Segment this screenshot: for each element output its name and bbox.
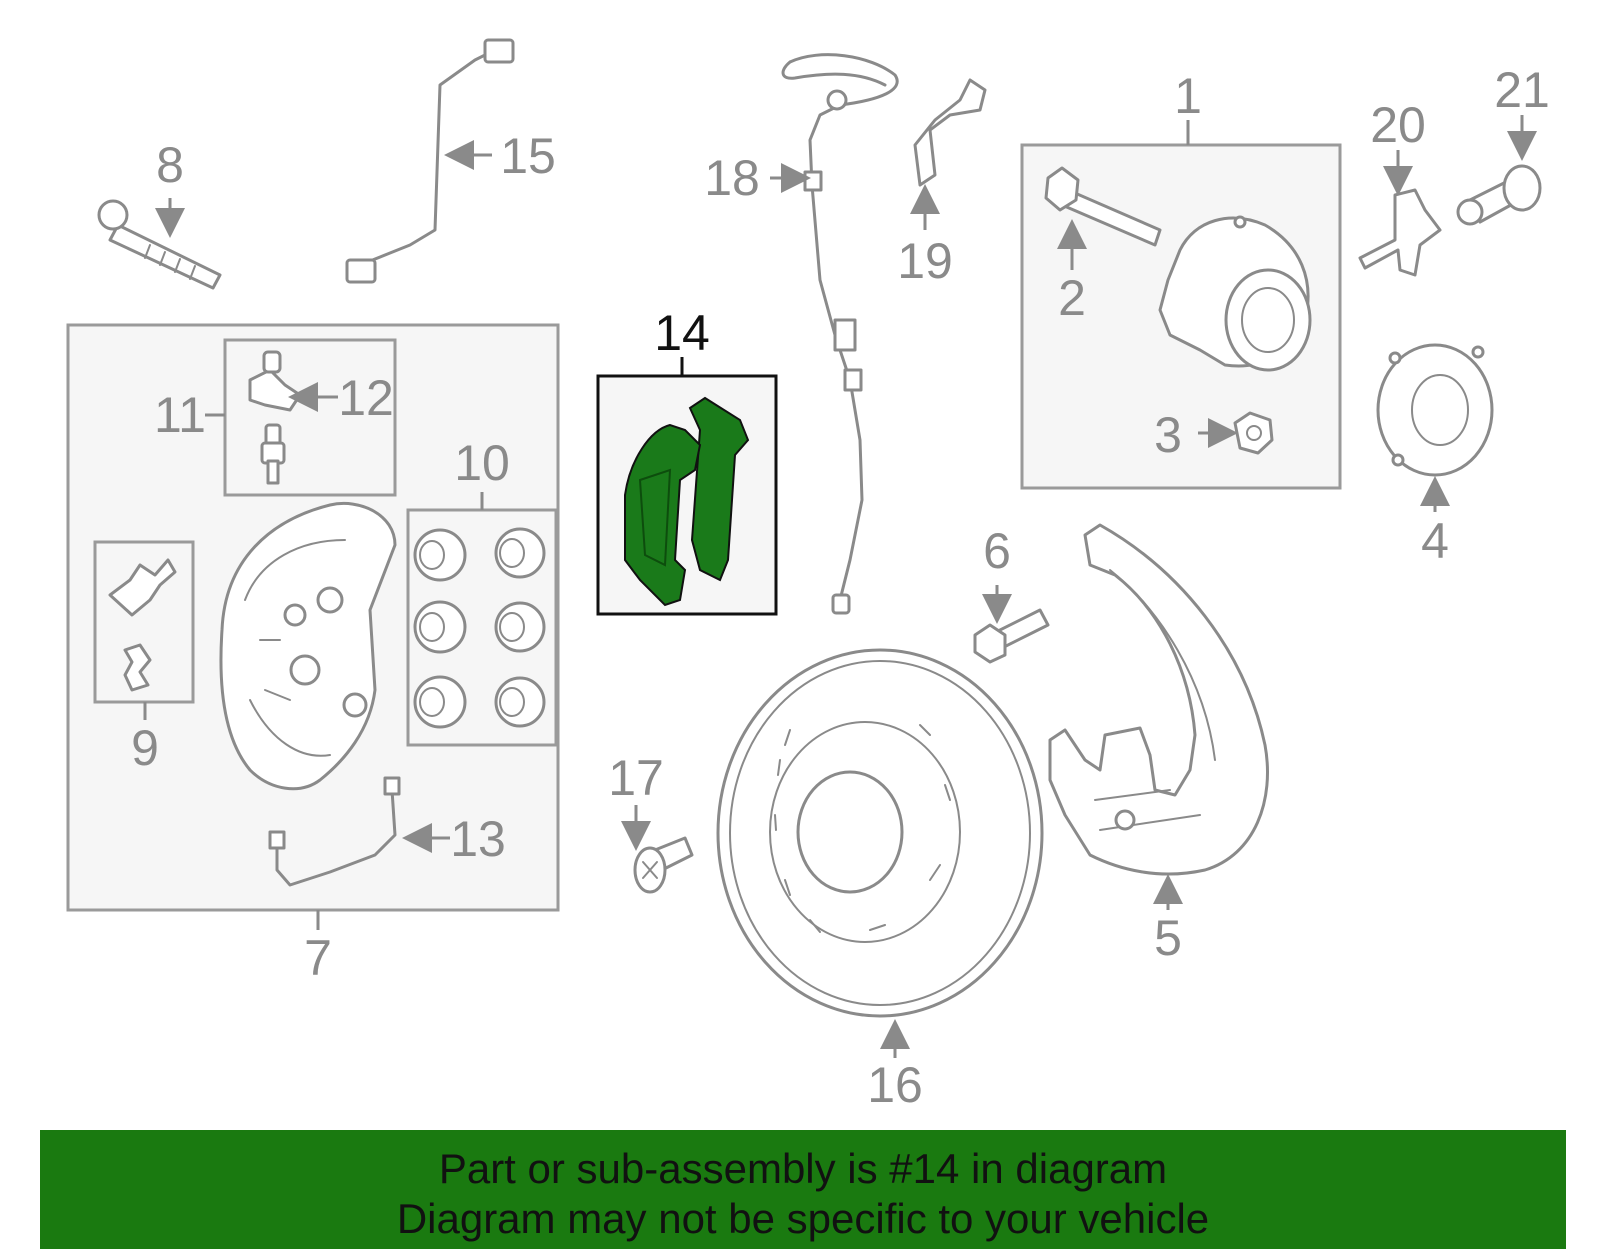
exploded-brake-diagram: 1 2 3 4 5 6 7 8 9 10 11 12 13 14 15 16 1… bbox=[66, 38, 1550, 1113]
callout-18: 18 bbox=[704, 150, 760, 206]
callout-6: 6 bbox=[983, 523, 1011, 579]
callout-5: 5 bbox=[1154, 910, 1182, 966]
callout-3: 3 bbox=[1154, 407, 1182, 463]
callout-1: 1 bbox=[1174, 68, 1202, 124]
caliper-bolt bbox=[97, 199, 222, 290]
hub-bolt bbox=[1044, 166, 1162, 247]
callout-4: 4 bbox=[1421, 513, 1449, 569]
info-banner: Part or sub-assembly is #14 in diagram D… bbox=[40, 1130, 1566, 1249]
brake-hose bbox=[781, 53, 899, 615]
clip-kit-box bbox=[223, 338, 397, 497]
callout-labels: 1 2 3 4 5 6 7 8 9 10 11 12 13 14 15 16 1… bbox=[131, 62, 1550, 1113]
callout-13: 13 bbox=[450, 811, 506, 867]
callout-8: 8 bbox=[156, 137, 184, 193]
hose-bracket bbox=[913, 78, 987, 187]
brake-pads-highlighted[interactable] bbox=[624, 396, 750, 607]
callout-11: 11 bbox=[154, 387, 206, 443]
drive-flange bbox=[1376, 343, 1494, 477]
callout-19: 19 bbox=[897, 233, 953, 289]
brake-rotor bbox=[716, 648, 1044, 1018]
callout-21: 21 bbox=[1494, 62, 1550, 118]
callout-20: 20 bbox=[1370, 97, 1426, 153]
shield-bolt bbox=[973, 608, 1050, 664]
rotor-screw bbox=[633, 836, 694, 894]
leader-lines bbox=[143, 115, 1537, 1058]
wheel-speed-sensor bbox=[1358, 188, 1442, 277]
piston-seals bbox=[413, 527, 546, 729]
wheel-bearing-hub bbox=[1158, 215, 1312, 372]
callout-2: 2 bbox=[1058, 270, 1086, 326]
callout-14[interactable]: 14 bbox=[654, 305, 710, 361]
callout-12: 12 bbox=[338, 370, 394, 426]
sensor-screw bbox=[1456, 164, 1542, 226]
brake-caliper bbox=[219, 502, 397, 791]
hub-nut bbox=[1233, 411, 1274, 455]
callout-7: 7 bbox=[304, 930, 332, 986]
anti-rattle-springs bbox=[108, 558, 177, 692]
caliper-brake-line bbox=[268, 776, 401, 887]
callout-16: 16 bbox=[867, 1057, 923, 1113]
splash-shield bbox=[1048, 523, 1269, 876]
callout-9: 9 bbox=[131, 720, 159, 776]
callout-10: 10 bbox=[454, 435, 510, 491]
callout-15: 15 bbox=[500, 128, 556, 184]
pad-wear-sensor bbox=[345, 38, 515, 284]
banner-line-1: Part or sub-assembly is #14 in diagram bbox=[438, 1145, 1168, 1192]
banner-line-2: Diagram may not be specific to your vehi… bbox=[396, 1195, 1210, 1242]
callout-17: 17 bbox=[608, 750, 664, 806]
